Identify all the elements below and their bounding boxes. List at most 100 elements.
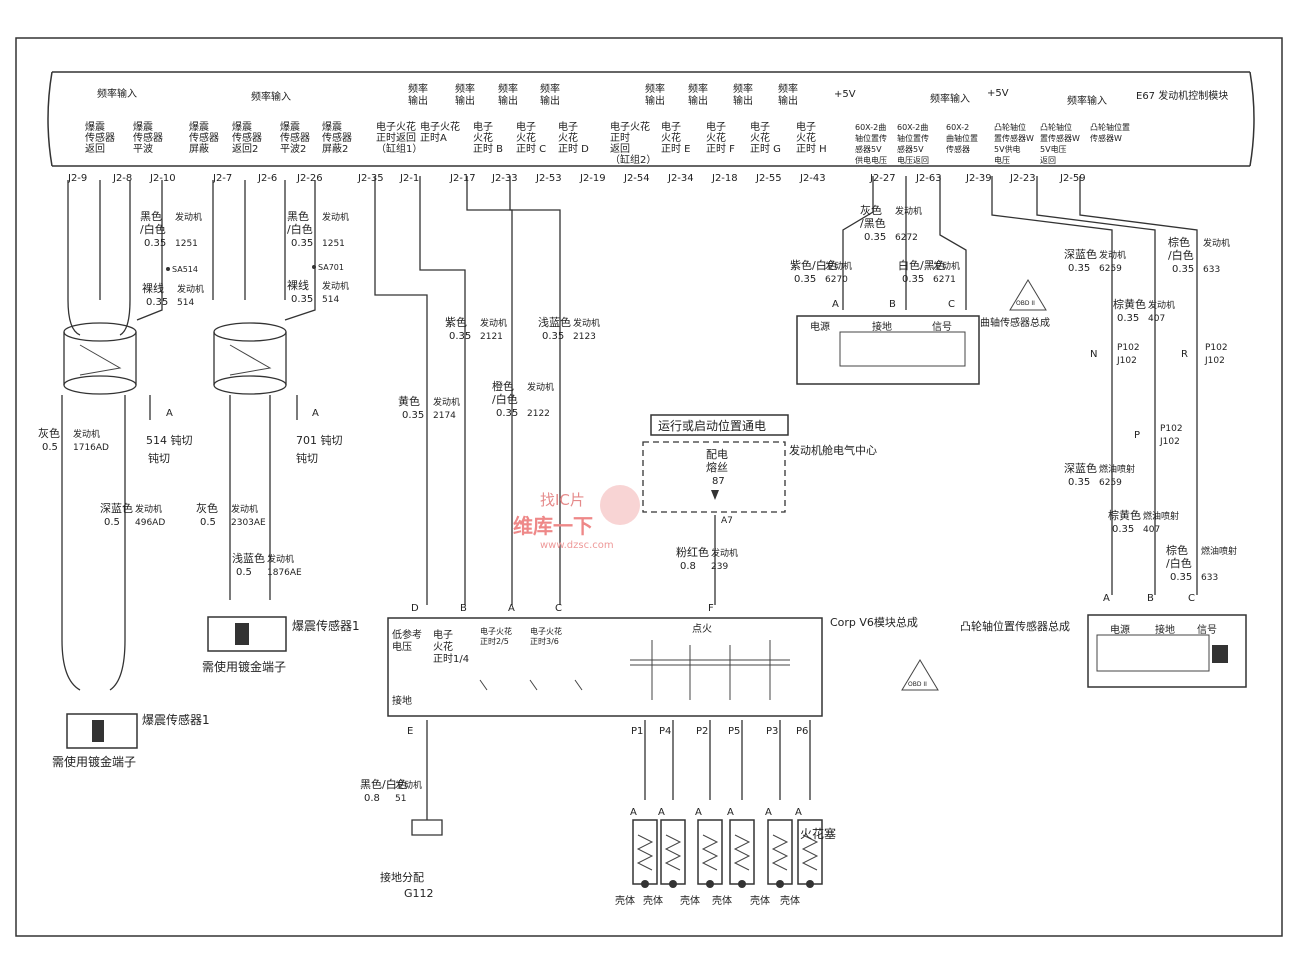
wire-color-label: 灰色	[860, 203, 882, 217]
freq-output-label: 输出	[408, 94, 428, 107]
ecm-pin-label: （缸组1）	[376, 142, 422, 155]
fuse-label-3: 87	[712, 476, 725, 487]
ecm-pin: J2-26	[296, 173, 323, 184]
cut-pin-a-2: A	[312, 408, 319, 419]
cam-letter-a: A	[1103, 593, 1110, 604]
cut-pin-a: A	[166, 408, 173, 419]
spark-plug-pin: A	[795, 807, 802, 818]
ecm-pin-label: 凸轮轴位置	[1090, 122, 1130, 132]
spark-plug-tip	[669, 880, 677, 888]
wire-circuit-label: 496AD	[135, 518, 165, 528]
wire-gauge-label: 0.35	[1112, 524, 1134, 535]
ecm-pin-label: 爆震	[133, 121, 153, 133]
wire-gauge-label: 0.5	[200, 517, 216, 528]
crank-sensor	[796, 315, 980, 385]
wire-color-label: 黑色	[287, 209, 309, 223]
wire-gauge-label: 0.35	[1117, 313, 1139, 324]
module-label-6: 电子火花	[480, 626, 512, 636]
ecm-pin-label: 火花	[750, 131, 770, 144]
knock-sensor-note: 需使用镀金端子	[52, 754, 136, 769]
wire-sys-label: 发动机	[175, 211, 202, 223]
wire-sys-label: 发动机	[73, 428, 100, 440]
wire-circuit-label: 6259	[1099, 264, 1122, 274]
ecm-pin: J2-53	[535, 173, 562, 184]
module-pin-b: B	[460, 603, 467, 614]
wire-gauge-label: 0.35	[449, 331, 471, 342]
wire-gauge-label: 0.35	[1068, 263, 1090, 274]
obd-icon: OBD II	[1009, 279, 1047, 311]
wire-sys-label: 发动机	[395, 779, 422, 791]
module-label-5: 正时1/4	[433, 653, 469, 665]
wire-gauge-label: 0.35	[496, 408, 518, 419]
wire-sys-label: 发动机	[573, 317, 600, 329]
wire-circuit-label: 239	[711, 562, 728, 572]
ecm-pin-label: 电子火花	[376, 120, 416, 133]
freq-input-label: 频率输入	[97, 87, 137, 100]
wire-gauge-label: 0.35	[542, 331, 564, 342]
wire-circuit-label: 2121	[480, 332, 503, 342]
plug-label: P6	[796, 726, 808, 737]
ecm-pin-label: 爆震	[232, 121, 252, 133]
wire-color-label: 粉红色	[676, 545, 709, 559]
freq-output-label: 频率	[688, 82, 708, 95]
wire-circuit-label: 514	[322, 295, 339, 305]
wire-circuit-label: 407	[1148, 314, 1165, 324]
wire-color2-label: /白色	[1166, 556, 1192, 570]
crank-pin-2: 接地	[872, 320, 892, 333]
wire-sys-label: 发动机	[1148, 299, 1175, 311]
ecm-pin-label: 5V供电	[994, 144, 1021, 154]
wire-gauge-label: 0.5	[104, 517, 120, 528]
ecm-pin-label: 曲轴位置	[946, 133, 978, 143]
ecm-pin: J2-63	[915, 173, 942, 184]
svg-text:OBD II: OBD II	[1016, 300, 1035, 307]
wire-labels: 黑色/白色0.35发动机1251裸线0.35发动机514黑色/白色0.35发动机…	[38, 203, 1237, 804]
wire-gauge-label: 0.35	[1170, 572, 1192, 583]
ecm-pin: J2-10	[149, 173, 176, 184]
wire-set	[61, 176, 1198, 836]
ecm-pin: J2-43	[799, 173, 826, 184]
ecm-pin: J2-33	[491, 173, 518, 184]
ecm-pin-label: 返回	[610, 143, 630, 155]
wire-sys-label: 燃油喷射	[1201, 545, 1237, 557]
plug-label: P3	[766, 726, 778, 737]
shield-cylinder-2	[213, 322, 287, 395]
cam-conn-n: N	[1090, 349, 1097, 360]
ecm-pin-label: 火花	[706, 131, 726, 144]
ecm-pin: J2-1	[399, 173, 419, 184]
ecm-pin-label: 正时 D	[558, 143, 589, 155]
freq-output-label: 频率	[540, 82, 560, 95]
ecm-pin-label: 火花	[473, 131, 493, 144]
plug-label: P4	[659, 726, 671, 737]
ecm-pin-label: 火花	[558, 131, 578, 144]
ecm-pin-label: 60X-2曲	[897, 122, 928, 132]
wire-color2-label: /黑色	[860, 216, 886, 230]
freq-output-label: 输出	[733, 94, 753, 107]
wire-color-label: 浅蓝色	[538, 315, 571, 329]
module-pin-a: A	[508, 603, 515, 614]
ecm-pin-label: 电子	[516, 120, 536, 133]
ecm-pin-label: 火花	[516, 131, 536, 144]
spark-plug-tip	[706, 880, 714, 888]
wire-color-label: 黑色	[140, 209, 162, 223]
ecm-pin-label: 爆震	[322, 121, 342, 133]
freq-output-label: 输出	[778, 94, 798, 107]
ecm-pin: J2-7	[212, 173, 232, 184]
cam-conn-p: P	[1134, 430, 1140, 441]
svg-text:找IC片: 找IC片	[540, 491, 585, 509]
ecm-pin-label: 正时 G	[750, 143, 781, 155]
wire-sys-label: 发动机	[711, 547, 738, 559]
crank-pin-1: 电源	[810, 320, 830, 333]
knock-sensor-mid	[207, 616, 287, 652]
ecm-pin-label: 火花	[796, 131, 816, 144]
ecm-pin: J2-18	[711, 173, 738, 184]
ecm-pin: J2-34	[667, 173, 694, 184]
cam-letter-c: C	[1188, 593, 1195, 604]
wire-color-label: 灰色	[38, 426, 60, 440]
ecm-pin-label: 传感器W	[1090, 133, 1122, 143]
spark-plug-shell: 壳体	[643, 894, 663, 907]
wire-circuit-label: 6259	[1099, 478, 1122, 488]
wire-gauge-label: 0.8	[364, 793, 380, 804]
wire-circuit-label: 2174	[433, 411, 456, 421]
